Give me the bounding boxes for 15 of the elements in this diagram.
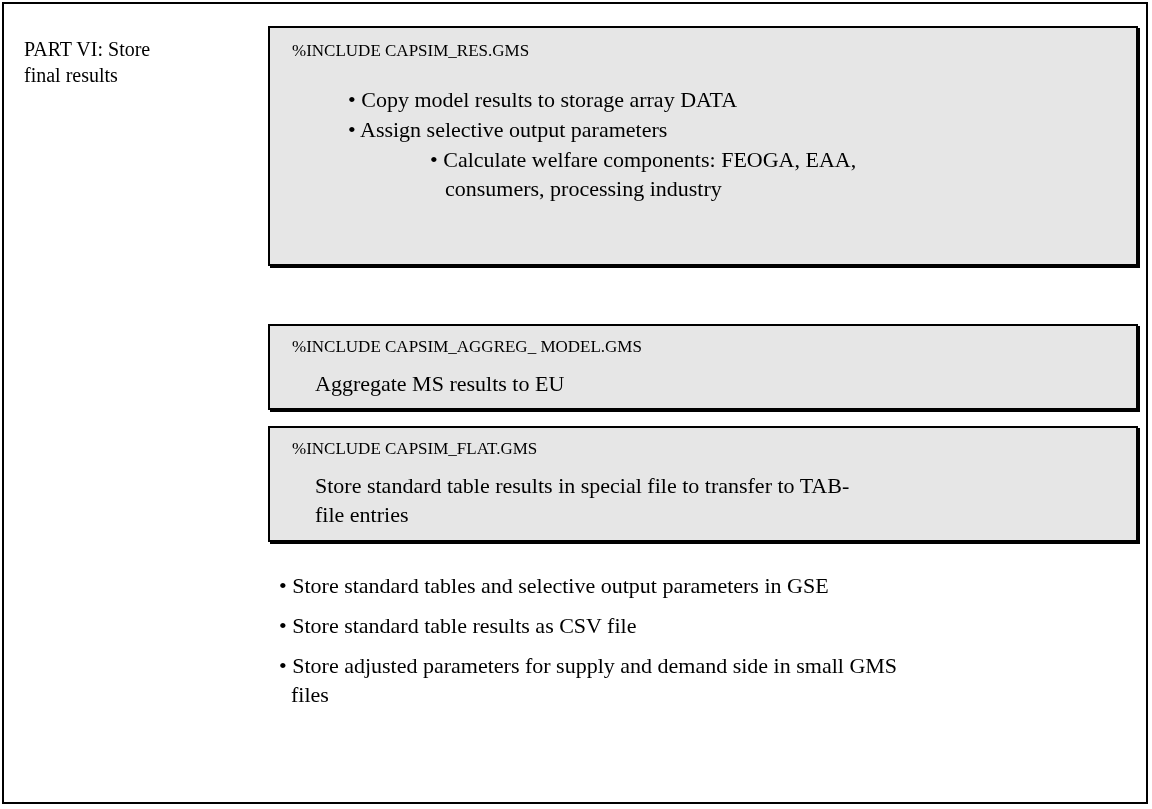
include-box xyxy=(268,426,1138,542)
include-statement: %INCLUDE CAPSIM_FLAT.GMS xyxy=(292,438,539,460)
include-statement: %INCLUDE CAPSIM_AGGREG_ MODEL.GMS xyxy=(292,336,643,358)
include-box xyxy=(268,26,1138,266)
bullet-item: • Store standard table results as CSV file xyxy=(279,612,638,640)
bullet-item: • Store adjusted parameters for supply and demand side in small GMS files xyxy=(279,652,899,709)
bullet-item: • Assign selective output parameters xyxy=(348,116,669,144)
bullet-item: • Store standard tables and selective output parameters in GSE xyxy=(279,572,830,600)
bullet-item: • Calculate welfare components: FEOGA, EAA, consumers, processing industry xyxy=(430,146,858,203)
description-text: Aggregate MS results to EU xyxy=(315,370,566,398)
bullet-item: • Copy model results to storage array DATA xyxy=(348,86,739,114)
include-box xyxy=(268,324,1138,410)
section-heading: PART VI: Store final results xyxy=(24,37,152,88)
description-text: Store standard table results in special file to transfer to TAB-file entries xyxy=(315,472,851,529)
include-statement: %INCLUDE CAPSIM_RES.GMS xyxy=(292,40,531,62)
